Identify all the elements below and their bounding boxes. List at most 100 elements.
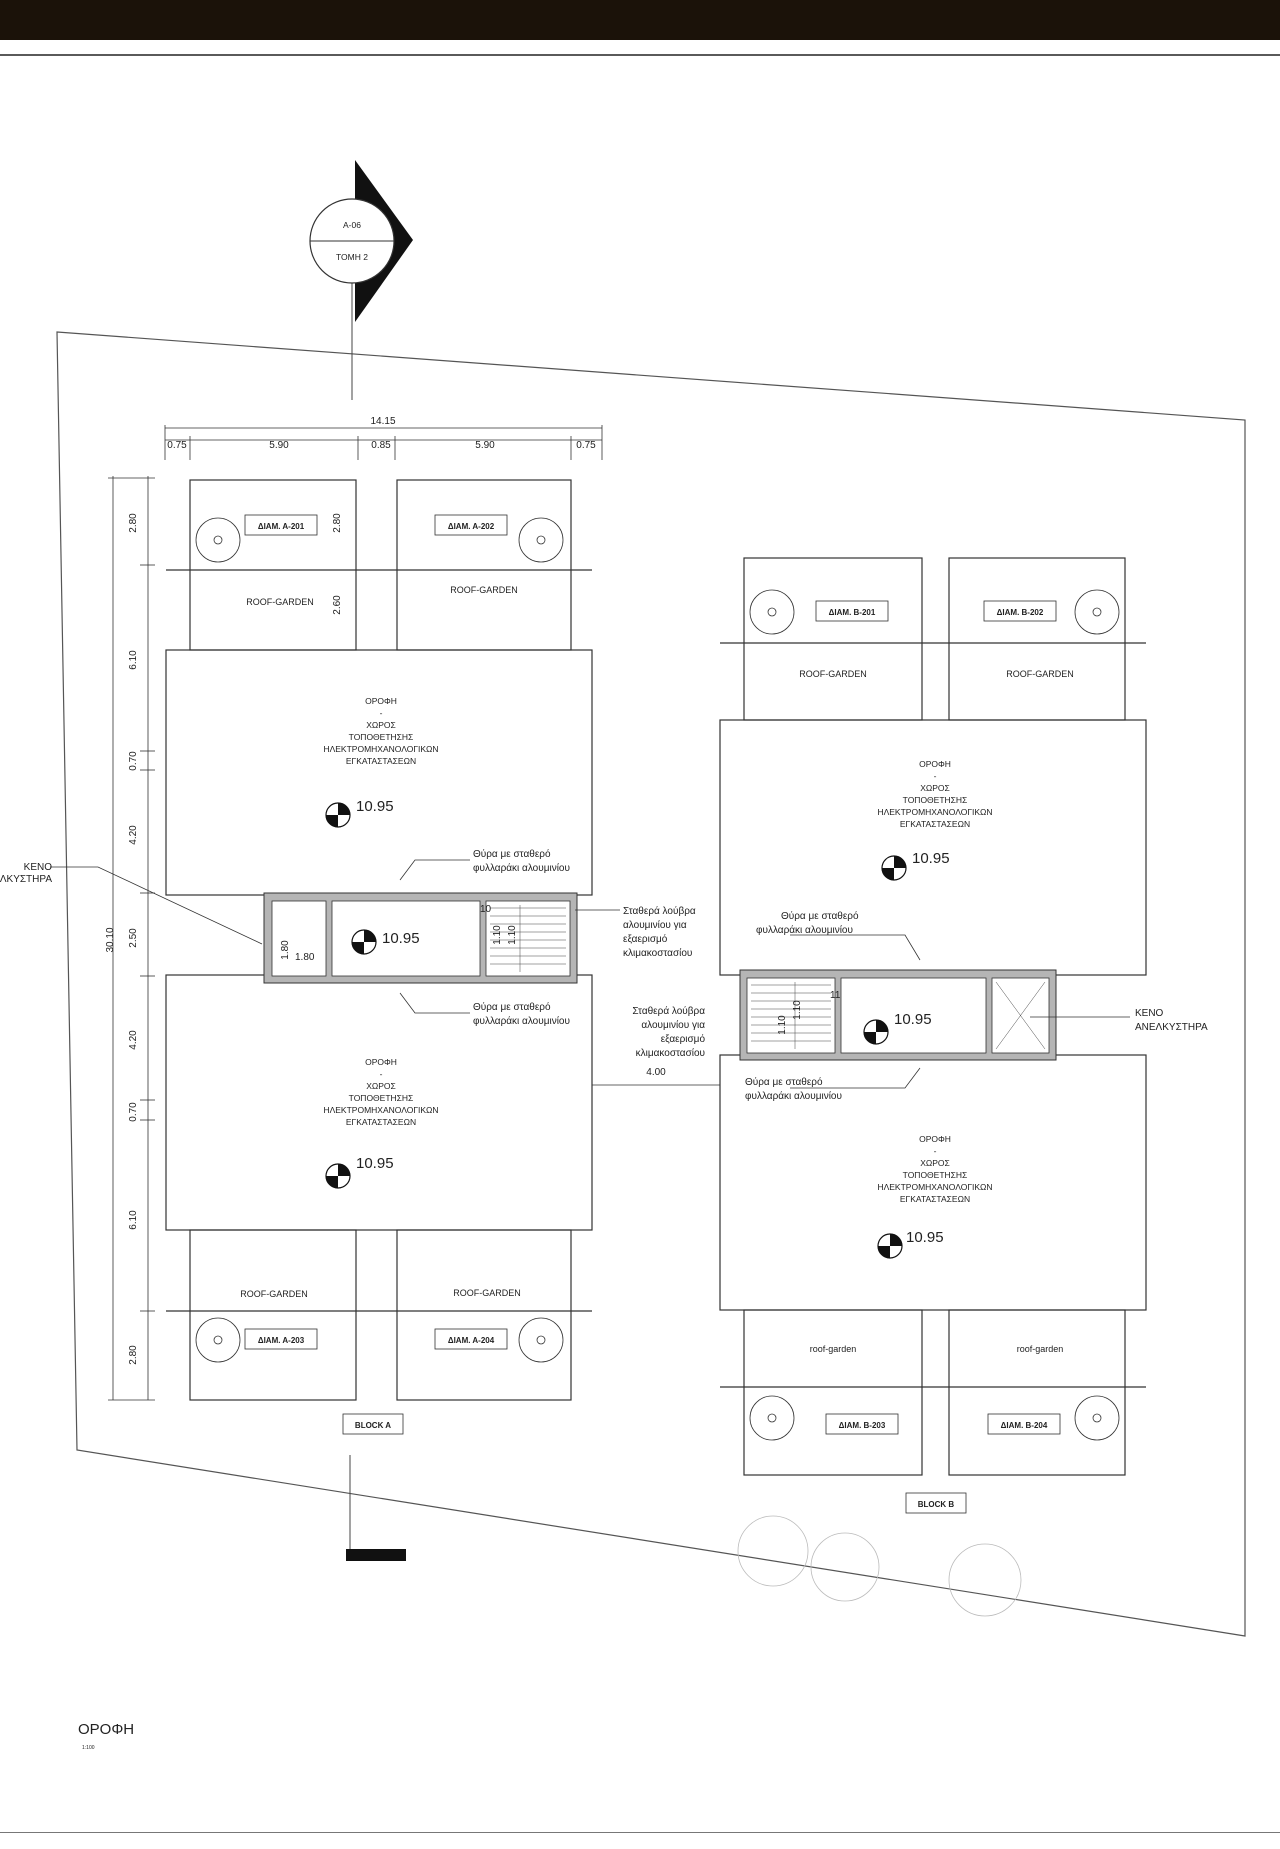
- dim-inner-roof-garden: 2.60: [332, 595, 343, 615]
- block-a-label: BLOCK A: [355, 1421, 391, 1430]
- dim-top-5: 0.75: [576, 440, 596, 451]
- dim-top-2: 5.90: [269, 440, 289, 451]
- svg-text:ΟΡΟΦΗ: ΟΡΟΦΗ: [365, 696, 397, 706]
- louvre-b-3: εξαερισμό: [661, 1033, 706, 1045]
- elevation-a-upper: 10.95: [356, 798, 394, 815]
- svg-text:ΕΓΚΑΤΑΣΤΑΣΕΩΝ: ΕΓΚΑΤΑΣΤΑΣΕΩΝ: [900, 1194, 970, 1204]
- door-note-b-lower-2: φυλλαράκι αλουμινίου: [745, 1090, 842, 1102]
- dim-left-3: 0.70: [128, 751, 139, 771]
- dim-left-1: 2.80: [128, 513, 139, 533]
- dim-left-8: 6.10: [128, 1210, 139, 1230]
- roof-garden-b203: roof-garden: [810, 1344, 857, 1354]
- drawing-title: ΟΡΟΦΗ: [78, 1721, 134, 1738]
- lift-void-a-2: ΑΝΕΛΚΥΣΤΗΡΑ: [0, 874, 52, 885]
- louvre-b-4: κλιμακοστασίου: [636, 1047, 705, 1059]
- louvre-b-1: Σταθερά λούβρα: [632, 1005, 705, 1017]
- roof-garden-a202: ROOF-GARDEN: [450, 585, 518, 595]
- elevation-a-lower: 10.95: [356, 1155, 394, 1172]
- dim-total-width: 14.15: [370, 416, 395, 427]
- apartment-b204-label: ΔΙΑΜ. Β-204: [1001, 1421, 1048, 1430]
- block-a-core: [263, 892, 578, 984]
- dim-left-9: 2.80: [128, 1345, 139, 1365]
- door-note-a-upper-2: φυλλαράκι αλουμινίου: [473, 862, 570, 874]
- block-b-core: [739, 969, 1057, 1061]
- svg-text:ΗΛΕΚΤΡΟΜΗΧΑΝΟΛΟΓΙΚΩΝ: ΗΛΕΚΤΡΟΜΗΧΑΝΟΛΟΓΙΚΩΝ: [323, 744, 438, 754]
- roof-zone-b-lower: ΟΡΟΦΗ - ΧΩΡΟΣ ΤΟΠΟΘΕΤΗΣΗΣ ΗΛΕΚΤΡΟΜΗΧΑΝΟΛ…: [877, 1134, 992, 1204]
- roof-garden-a201: ROOF-GARDEN: [246, 597, 314, 607]
- lift-a-dim-1: 1.80: [280, 940, 291, 960]
- svg-text:ΟΡΟΦΗ: ΟΡΟΦΗ: [919, 1134, 951, 1144]
- door-note-b-lower-1: Θύρα με σταθερό: [745, 1076, 823, 1088]
- spiral-stair-icons: [195, 517, 1120, 1441]
- stair-b-dim-2: 1.10: [792, 1000, 803, 1020]
- roof-garden-b202: ROOF-GARDEN: [1006, 669, 1074, 679]
- apartment-badges: [244, 514, 1061, 1435]
- left-dimension-chain: [108, 476, 155, 1401]
- apartment-b202-label: ΔΙΑΜ. Β-202: [997, 608, 1044, 617]
- apartment-a204-label: ΔΙΑΜ. Α-204: [448, 1336, 495, 1345]
- stair-b-dim-1: 1.10: [777, 1015, 788, 1035]
- section-name: ΤΟΜΗ 2: [336, 252, 368, 262]
- stair-a-dim-2: 1.10: [507, 925, 518, 945]
- svg-text:ΤΟΠΟΘΕΤΗΣΗΣ: ΤΟΠΟΘΕΤΗΣΗΣ: [349, 1093, 414, 1103]
- elevation-markers: [325, 802, 907, 1259]
- top-divider: [0, 54, 1280, 56]
- roof-zone-b-upper: ΟΡΟΦΗ - ΧΩΡΟΣ ΤΟΠΟΘΕΤΗΣΗΣ ΗΛΕΚΤΡΟΜΗΧΑΝΟΛ…: [877, 759, 992, 829]
- svg-text:ΕΓΚΑΤΑΣΤΑΣΕΩΝ: ΕΓΚΑΤΑΣΤΑΣΕΩΝ: [900, 819, 970, 829]
- tree-symbols: [737, 1515, 1022, 1617]
- svg-text:ΗΛΕΚΤΡΟΜΗΧΑΝΟΛΟΓΙΚΩΝ: ΗΛΕΚΤΡΟΜΗΧΑΝΟΛΟΓΙΚΩΝ: [877, 807, 992, 817]
- svg-text:ΤΟΠΟΘΕΤΗΣΗΣ: ΤΟΠΟΘΕΤΗΣΗΣ: [349, 732, 414, 742]
- lift-void-b-2: ΑΝΕΛΚΥΣΤΗΡΑ: [1135, 1022, 1208, 1033]
- note-leaders: [50, 859, 1130, 1089]
- block-b-badge: [905, 1492, 967, 1514]
- svg-text:ΧΩΡΟΣ: ΧΩΡΟΣ: [920, 783, 950, 793]
- svg-text:ΗΛΕΚΤΡΟΜΗΧΑΝΟΛΟΓΙΚΩΝ: ΗΛΕΚΤΡΟΜΗΧΑΝΟΛΟΓΙΚΩΝ: [877, 1182, 992, 1192]
- elevation-b-core: 10.95: [894, 1011, 932, 1028]
- apartment-b203-label: ΔΙΑΜ. Β-203: [839, 1421, 886, 1430]
- dim-inner-roof: 2.80: [332, 513, 343, 533]
- dim-total-height: 30.10: [105, 927, 116, 952]
- svg-text:-: -: [934, 1146, 937, 1156]
- block-b-label: BLOCK B: [918, 1500, 955, 1509]
- svg-text:ΗΛΕΚΤΡΟΜΗΧΑΝΟΛΟΓΙΚΩΝ: ΗΛΕΚΤΡΟΜΗΧΑΝΟΛΟΓΙΚΩΝ: [323, 1105, 438, 1115]
- dim-left-2: 6.10: [128, 650, 139, 670]
- dim-left-7: 0.70: [128, 1102, 139, 1122]
- bottom-divider: [0, 1832, 1280, 1833]
- svg-text:ΧΩΡΟΣ: ΧΩΡΟΣ: [920, 1158, 950, 1168]
- svg-text:ΤΟΠΟΘΕΤΗΣΗΣ: ΤΟΠΟΘΕΤΗΣΗΣ: [903, 1170, 968, 1180]
- dim-top-3: 0.85: [371, 440, 391, 451]
- apartment-b201-label: ΔΙΑΜ. Β-201: [829, 608, 876, 617]
- roof-zone-a-upper: ΟΡΟΦΗ - ΧΩΡΟΣ ΤΟΠΟΘΕΤΗΣΗΣ ΗΛΕΚΤΡΟΜΗΧΑΝΟΛ…: [323, 696, 438, 766]
- roof-garden-a204: ROOF-GARDEN: [453, 1288, 521, 1298]
- stair-a-dim-1: 1.10: [492, 925, 503, 945]
- louvre-a-1: Σταθερά λούβρα: [623, 905, 696, 917]
- svg-text:-: -: [380, 708, 383, 718]
- section-cut-bar: [346, 1549, 406, 1561]
- roof-zone-a-lower: ΟΡΟΦΗ - ΧΩΡΟΣ ΤΟΠΟΘΕΤΗΣΗΣ ΗΛΕΚΤΡΟΜΗΧΑΝΟΛ…: [323, 1057, 438, 1127]
- stair-a-steps: 10: [480, 904, 492, 915]
- door-note-a-upper-1: Θύρα με σταθερό: [473, 848, 551, 860]
- elevation-b-lower: 10.95: [906, 1229, 944, 1246]
- svg-text:-: -: [934, 771, 937, 781]
- section-code: A-06: [343, 220, 361, 230]
- roof-garden-a203: ROOF-GARDEN: [240, 1289, 308, 1299]
- door-note-b-upper-1: Θύρα με σταθερό: [781, 910, 859, 922]
- section-marker: A-06 ΤΟΜΗ 2: [309, 160, 413, 400]
- dim-left-4: 4.20: [128, 825, 139, 845]
- block-a-badge: [342, 1413, 404, 1435]
- roof-garden-b204: roof-garden: [1017, 1344, 1064, 1354]
- svg-text:ΤΟΠΟΘΕΤΗΣΗΣ: ΤΟΠΟΘΕΤΗΣΗΣ: [903, 795, 968, 805]
- svg-text:ΕΓΚΑΤΑΣΤΑΣΕΩΝ: ΕΓΚΑΤΑΣΤΑΣΕΩΝ: [346, 1117, 416, 1127]
- plot-boundary: [56, 331, 1246, 1637]
- elevation-b-upper: 10.95: [912, 850, 950, 867]
- louvre-a-2: αλουμινίου για: [623, 919, 687, 931]
- elevation-a-core: 10.95: [382, 930, 420, 947]
- apartment-a202-label: ΔΙΑΜ. Α-202: [448, 522, 495, 531]
- svg-text:ΧΩΡΟΣ: ΧΩΡΟΣ: [366, 720, 396, 730]
- lift-a-dim-2: 1.80: [295, 952, 315, 963]
- gap-dimension: [591, 1078, 721, 1092]
- dim-left-5: 2.50: [128, 928, 139, 948]
- apartment-a201-label: ΔΙΑΜ. Α-201: [258, 522, 305, 531]
- top-dimension-chain: [164, 425, 603, 460]
